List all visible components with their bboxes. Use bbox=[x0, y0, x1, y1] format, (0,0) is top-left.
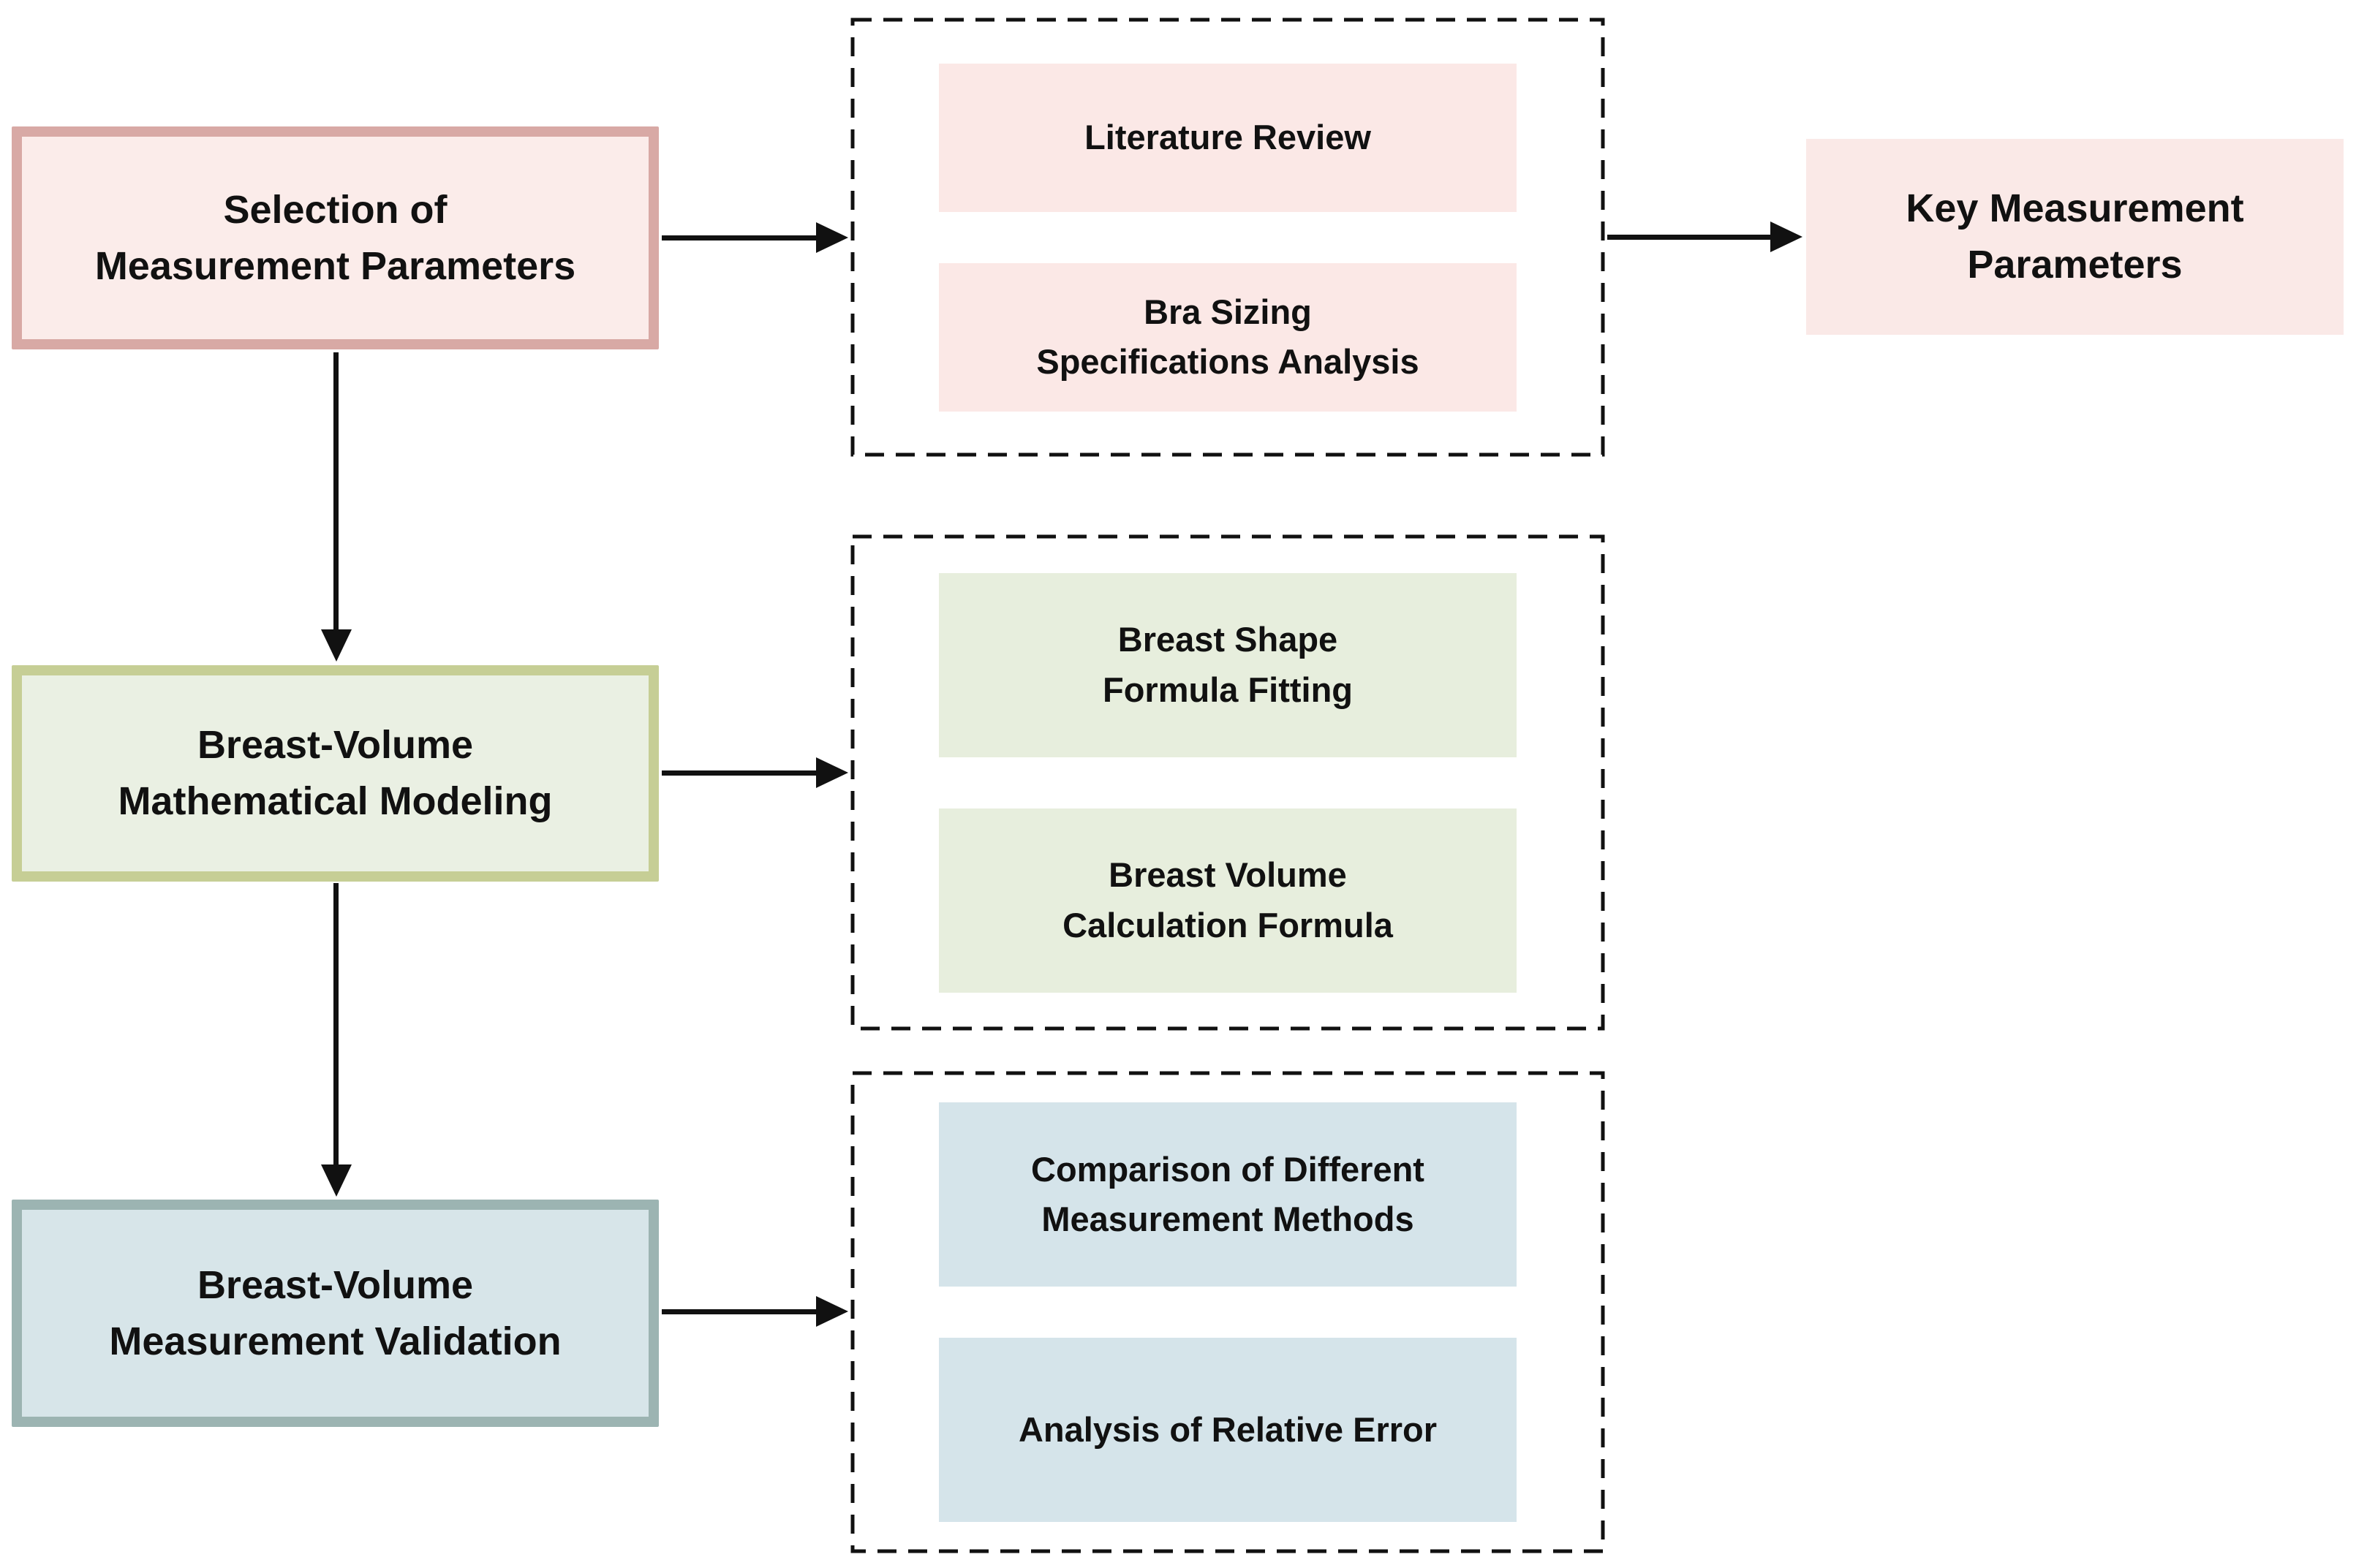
relative-error-box: Analysis of Relative Error bbox=[939, 1338, 1517, 1522]
arrow-shaft bbox=[662, 1309, 819, 1314]
volume-formula-box: Breast Volume Calculation Formula bbox=[939, 808, 1517, 993]
bra-sizing-analysis-label: Bra Sizing Specifications Analysis bbox=[1036, 292, 1419, 381]
arrow-head bbox=[1770, 221, 1802, 252]
key-parameters-label: Key Measurement Parameters bbox=[1906, 186, 2244, 287]
volume-formula-label: Breast Volume Calculation Formula bbox=[1062, 855, 1393, 944]
arrow-head bbox=[321, 1164, 352, 1197]
relative-error-label: Analysis of Relative Error bbox=[1018, 1409, 1438, 1449]
arrow-shaft bbox=[662, 235, 819, 240]
arrow-shaft bbox=[333, 883, 339, 1167]
arrow-head bbox=[816, 222, 848, 253]
arrow-head bbox=[816, 757, 848, 788]
method-comparison-box: Comparison of Different Measurement Meth… bbox=[939, 1102, 1517, 1287]
arrow-shaft bbox=[333, 352, 339, 632]
dashed-border bbox=[850, 18, 1605, 457]
measurement-validation-box: Breast-Volume Measurement Validation bbox=[12, 1200, 659, 1427]
breast-shape-fitting-box: Breast Shape Formula Fitting bbox=[939, 572, 1517, 757]
literature-review-box: Literature Review bbox=[939, 63, 1517, 212]
arrow-head bbox=[321, 629, 352, 662]
validation-details-group: Comparison of Different Measurement Meth… bbox=[850, 1071, 1605, 1553]
bra-sizing-analysis-box: Bra Sizing Specifications Analysis bbox=[939, 262, 1517, 412]
arrow-head bbox=[816, 1296, 848, 1327]
key-parameters-box: Key Measurement Parameters bbox=[1806, 139, 2344, 335]
modeling-details-group: Breast Shape Formula Fitting Breast Volu… bbox=[850, 534, 1605, 1031]
math-modeling-label: Breast-Volume Mathematical Modeling bbox=[118, 723, 553, 823]
selection-parameters-label: Selection of Measurement Parameters bbox=[94, 187, 576, 288]
selection-parameters-box: Selection of Measurement Parameters bbox=[12, 126, 659, 349]
arrow-shaft bbox=[1607, 235, 1772, 240]
measurement-validation-label: Breast-Volume Measurement Validation bbox=[109, 1262, 562, 1363]
selection-details-group: Literature Review Bra Sizing Specificati… bbox=[850, 18, 1605, 457]
literature-review-label: Literature Review bbox=[1084, 117, 1371, 156]
dashed-border bbox=[850, 534, 1605, 1031]
math-modeling-box: Breast-Volume Mathematical Modeling bbox=[12, 665, 659, 882]
method-comparison-label: Comparison of Different Measurement Meth… bbox=[1031, 1149, 1424, 1238]
arrow-shaft bbox=[662, 770, 819, 776]
breast-shape-fitting-label: Breast Shape Formula Fitting bbox=[1102, 620, 1353, 709]
dashed-border bbox=[850, 1071, 1605, 1553]
